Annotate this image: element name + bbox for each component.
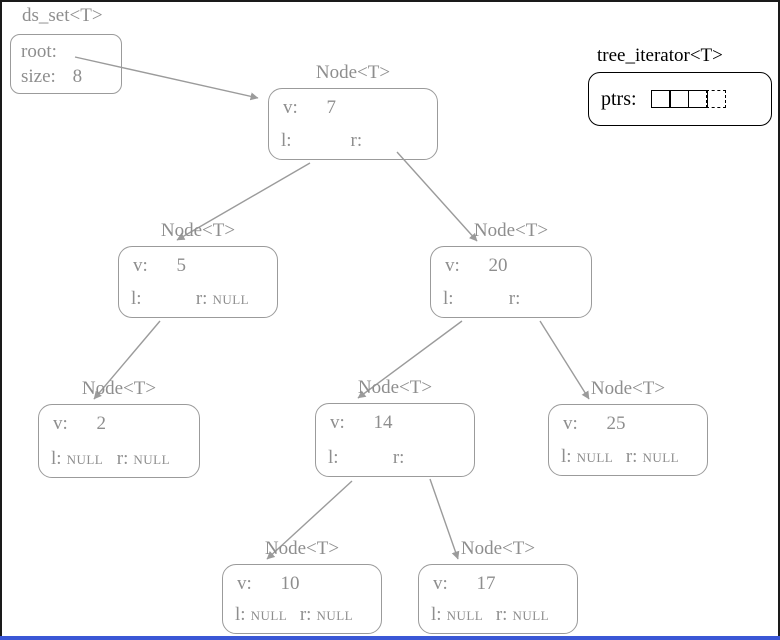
right-label: r: <box>299 604 312 625</box>
tree-node-2: Node<T> v: 2 l: NULL r: NULL <box>38 378 200 478</box>
value-row: v: 25 <box>563 413 626 435</box>
value-label: v: <box>563 413 578 434</box>
tree-node-7: Node<T> v: 7 l: r: <box>268 62 438 160</box>
ptrs-label: ptrs: <box>601 87 637 110</box>
node-value: 17 <box>476 573 496 594</box>
right-label: r: <box>116 448 129 469</box>
node-type-label: Node<T> <box>357 377 433 398</box>
value-label: v: <box>445 255 460 276</box>
value-row: v: 10 <box>237 573 300 595</box>
right-value: NULL <box>133 452 171 467</box>
ptr-cell <box>687 90 708 108</box>
root-label: root: <box>21 41 57 62</box>
size-field: size: 8 <box>21 64 111 89</box>
right-label: r: <box>625 446 638 467</box>
node-type-label: Node<T> <box>81 378 157 399</box>
node-value: 25 <box>606 413 626 434</box>
left-value: NULL <box>446 608 484 623</box>
right-label: r: <box>392 447 405 468</box>
tree-node-5: Node<T> v: 5 l: r: NULL <box>118 220 278 318</box>
ds-set-title: ds_set<T> <box>22 5 103 26</box>
tree-node-14: Node<T> v: 14 l: r: <box>315 377 475 477</box>
value-label: v: <box>53 413 68 434</box>
value-row: v: 2 <box>53 413 106 435</box>
left-label: l: <box>281 130 292 151</box>
node-value: 5 <box>176 255 187 276</box>
tree-node-25: Node<T> v: 25 l: NULL r: NULL <box>548 378 708 476</box>
children-row: l: r: NULL <box>131 288 269 310</box>
children-row: l: NULL r: NULL <box>235 604 373 626</box>
value-label: v: <box>433 573 448 594</box>
value-row: v: 5 <box>133 255 186 277</box>
left-label: l: <box>235 604 246 625</box>
node-type-label: Node<T> <box>473 220 549 241</box>
left-label: l: <box>328 447 339 468</box>
children-row: l: NULL r: NULL <box>431 604 569 626</box>
node-type-label: Node<T> <box>315 62 391 83</box>
right-label: r: <box>350 130 363 151</box>
node-value: 20 <box>488 255 508 276</box>
value-label: v: <box>237 573 252 594</box>
ptr-cell <box>669 90 690 108</box>
value-row: v: 17 <box>433 573 496 595</box>
node-value: 10 <box>280 573 300 594</box>
size-value: 8 <box>72 66 83 87</box>
node-type-label: Node<T> <box>160 220 236 241</box>
value-label: v: <box>330 412 345 433</box>
ptr-cell-dashed <box>706 90 727 108</box>
left-value: NULL <box>576 450 614 465</box>
children-row: l: NULL r: NULL <box>561 446 699 468</box>
tree-iterator-title: tree_iterator<T> <box>597 45 723 66</box>
ptrs-cells <box>650 90 727 108</box>
ptr-cell <box>650 90 671 108</box>
right-label: r: <box>508 288 521 309</box>
ds-set-box: root: size: 8 <box>10 34 122 94</box>
node-value: 7 <box>326 97 337 118</box>
tree-node-17: Node<T> v: 17 l: NULL r: NULL <box>418 538 578 634</box>
node-value: 2 <box>96 413 107 434</box>
children-row: l: r: <box>281 130 429 152</box>
right-value: NULL <box>212 292 250 307</box>
size-label: size: <box>21 66 56 87</box>
right-value: NULL <box>316 608 354 623</box>
right-value: NULL <box>642 450 680 465</box>
children-row: l: r: <box>443 288 583 310</box>
window-bottom-edge <box>0 636 780 640</box>
value-label: v: <box>133 255 148 276</box>
tree-iterator-box: ptrs: <box>588 72 772 126</box>
node-value: 14 <box>373 412 393 433</box>
tree-node-10: Node<T> v: 10 l: NULL r: NULL <box>222 538 382 634</box>
left-label: l: <box>131 288 142 309</box>
node-type-label: Node<T> <box>460 538 536 559</box>
left-value: NULL <box>250 608 288 623</box>
root-field: root: <box>21 39 111 64</box>
value-row: v: 7 <box>283 97 336 119</box>
left-label: l: <box>51 448 62 469</box>
right-label: r: <box>195 288 208 309</box>
left-label: l: <box>561 446 572 467</box>
right-value: NULL <box>512 608 550 623</box>
left-label: l: <box>431 604 442 625</box>
children-row: l: NULL r: NULL <box>51 448 191 470</box>
left-value: NULL <box>66 452 104 467</box>
tree-node-20: Node<T> v: 20 l: r: <box>430 220 592 318</box>
node-type-label: Node<T> <box>590 378 666 399</box>
children-row: l: r: <box>328 447 466 469</box>
value-row: v: 20 <box>445 255 508 277</box>
value-label: v: <box>283 97 298 118</box>
right-label: r: <box>495 604 508 625</box>
left-label: l: <box>443 288 454 309</box>
value-row: v: 14 <box>330 412 393 434</box>
node-type-label: Node<T> <box>264 538 340 559</box>
